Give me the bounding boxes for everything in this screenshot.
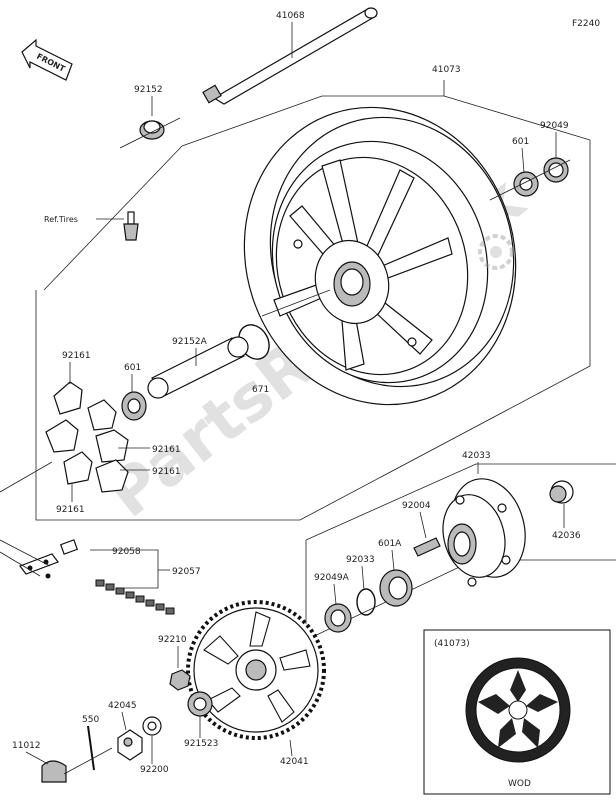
label-92049A: 92049A xyxy=(314,573,350,583)
label-41068: 41068 xyxy=(276,11,305,21)
leader-41073 xyxy=(181,80,445,147)
label-92033: 92033 xyxy=(346,555,375,565)
ref-tires-label: Ref.Tires xyxy=(44,215,78,224)
label-92057: 92057 xyxy=(172,567,201,577)
label-550: 550 xyxy=(82,715,99,725)
drive-chain-92057 xyxy=(95,579,175,615)
label-42033: 42033 xyxy=(462,451,491,461)
circlip-92033 xyxy=(356,588,376,616)
nut-42045 xyxy=(117,729,143,761)
front-arrow-icon: FRONT xyxy=(21,38,73,81)
label-92161-b: 92161 xyxy=(152,445,181,455)
collar-921523 xyxy=(187,691,213,717)
damper-set-92161 xyxy=(45,381,129,493)
spacer-92152 xyxy=(139,120,165,140)
label-92058: 92058 xyxy=(112,547,141,557)
washer-92200 xyxy=(142,716,162,736)
rear-sprocket-42041 xyxy=(186,600,326,740)
valve-icon xyxy=(123,211,139,241)
bearing-601-top xyxy=(513,171,539,197)
bearing-601A xyxy=(379,569,413,607)
label-92152: 92152 xyxy=(134,85,163,95)
wheel-box-top-right xyxy=(443,95,591,141)
wheel-box-top-left xyxy=(43,145,183,291)
label-92161-d: 92161 xyxy=(56,505,85,515)
label-921523: 921523 xyxy=(184,739,218,749)
seal-92049 xyxy=(543,157,569,183)
cap-11012 xyxy=(41,760,67,783)
label-601A: 601A xyxy=(378,539,402,549)
label-92152A: 92152A xyxy=(172,337,208,347)
gear-icon xyxy=(478,234,514,270)
wheel-box-lower xyxy=(35,140,591,521)
rear-wheel xyxy=(243,106,517,406)
figure-code: F2240 xyxy=(572,19,600,29)
sprocket-hub-42033 xyxy=(442,478,526,587)
label-41073: 41073 xyxy=(432,65,461,75)
label-92049: 92049 xyxy=(540,121,569,131)
nut-92210 xyxy=(169,669,191,691)
cotter-pin-550 xyxy=(87,725,95,771)
label-671: 671 xyxy=(252,385,269,395)
label-92210: 92210 xyxy=(158,635,187,645)
label-601-mid: 601 xyxy=(124,363,141,373)
inset-wheel-wod xyxy=(423,629,611,795)
collar-42036 xyxy=(549,480,574,504)
stud-92004 xyxy=(413,537,441,557)
label-92004: 92004 xyxy=(402,501,431,511)
label-11012: 11012 xyxy=(12,741,41,751)
inset-caption: WOD xyxy=(508,779,531,789)
hub-box-top xyxy=(305,463,616,541)
inset-label: (41073) xyxy=(434,639,470,649)
collar-92152A xyxy=(147,336,249,399)
label-42041: 42041 xyxy=(280,757,309,767)
label-42045: 42045 xyxy=(108,701,137,711)
label-92200: 92200 xyxy=(140,765,169,775)
label-601-top: 601 xyxy=(512,137,529,147)
label-42036: 42036 xyxy=(552,531,581,541)
axle-41068 xyxy=(202,7,378,105)
seal-92049A xyxy=(324,603,352,633)
label-92161-a: 92161 xyxy=(62,351,91,361)
label-92161-c: 92161 xyxy=(152,467,181,477)
bearing-601-mid xyxy=(121,391,147,421)
chain-link-kit xyxy=(19,539,79,579)
